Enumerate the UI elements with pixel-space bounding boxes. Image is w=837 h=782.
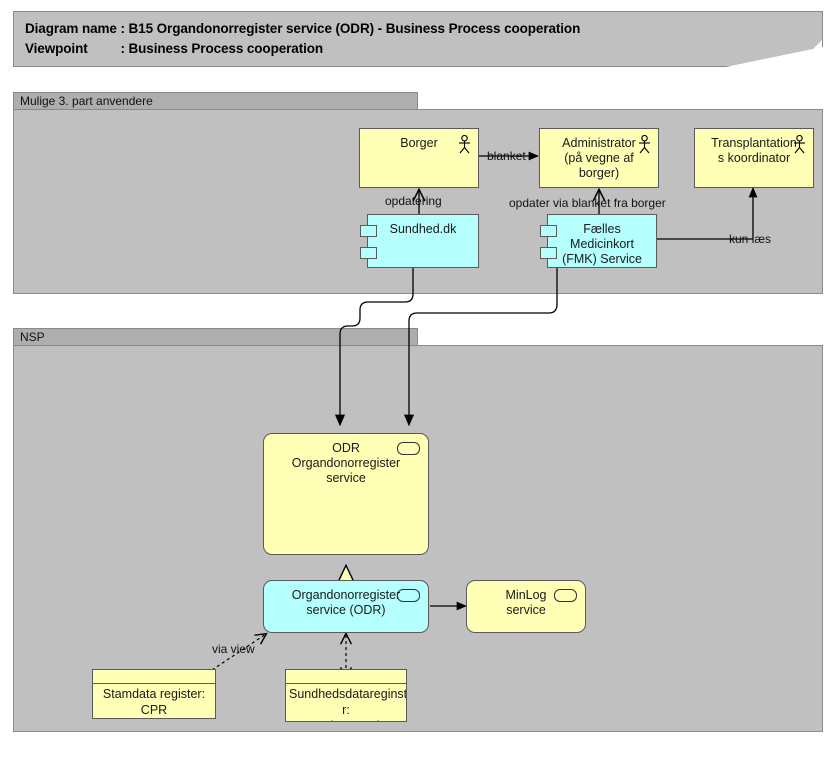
business-actor-icon [459,135,470,154]
business-actor-icon [794,135,805,154]
node-fmk-service[interactable]: Fælles Medicinkort (FMK) Service [540,214,657,268]
node-borger-label: Borger [400,136,438,150]
node-sundhedsdataregister-data-object[interactable]: Sundhedsdatareginste r: Organdonorregist… [285,669,407,722]
node-administrator-label: Administrator (på vegne af borger) [562,136,636,180]
node-transplantation-koordinator-label: Transplantation s koordinator [711,136,797,165]
edge-label-kun-laes: kun læs [729,232,772,246]
node-sundhed-dk-label: Sundhed.dk [389,222,457,236]
node-sundhedsdataregister-data-object-label: Sundhedsdatareginste r: Organdonorregist… [289,687,407,721]
group-nsp-label: NSP [13,328,418,346]
node-minlog-service-label: MinLog service [505,588,547,617]
business-actor-icon [639,135,650,154]
node-sundhed-dk[interactable]: Sundhed.dk [360,214,479,268]
component-tab-icon [360,225,377,237]
edge-label-blanket: blanket [487,149,526,163]
edge-label-opdater-blanket: opdater via blanket fra borger [509,196,666,210]
data-object-header-bar [93,670,215,684]
node-transplantation-koordinator[interactable]: Transplantation s koordinator [694,128,814,188]
node-odr-component-label: Organdonorregister service (ODR) [291,588,401,617]
note-corner-fold-icon [796,40,822,66]
diagram-name-line: Diagram name : B15 Organdonorregister se… [25,21,581,36]
application-service-icon [554,589,577,602]
node-cpr-data-object[interactable]: Stamdata register: CPR [92,669,216,719]
component-tab-icon [540,225,557,237]
node-odr-component[interactable]: Organdonorregister service (ODR) [263,580,429,633]
node-fmk-service-label: Fælles Medicinkort (FMK) Service [562,222,642,266]
node-administrator[interactable]: Administrator (på vegne af borger) [539,128,659,188]
edge-label-opdatering: opdatering [385,194,442,208]
node-cpr-data-object-label: Stamdata register: CPR [102,687,206,717]
viewpoint-line: Viewpoint : Business Process cooperation [25,41,324,56]
node-borger[interactable]: Borger [359,128,479,188]
application-service-icon [397,442,420,455]
data-object-header-bar [286,670,406,684]
node-odr-service-label: ODR Organdonorregister service [291,441,401,485]
edge-label-via-view: via view [212,642,255,656]
application-service-icon [397,589,420,602]
group-third-party-label: Mulige 3. part anvendere [13,92,418,110]
node-odr-service[interactable]: ODR Organdonorregister service [263,433,429,555]
component-tab-icon [540,247,557,259]
diagram-title-note: Diagram name : B15 Organdonorregister se… [13,11,823,67]
node-minlog-service[interactable]: MinLog service [466,580,586,633]
component-tab-icon [360,247,377,259]
